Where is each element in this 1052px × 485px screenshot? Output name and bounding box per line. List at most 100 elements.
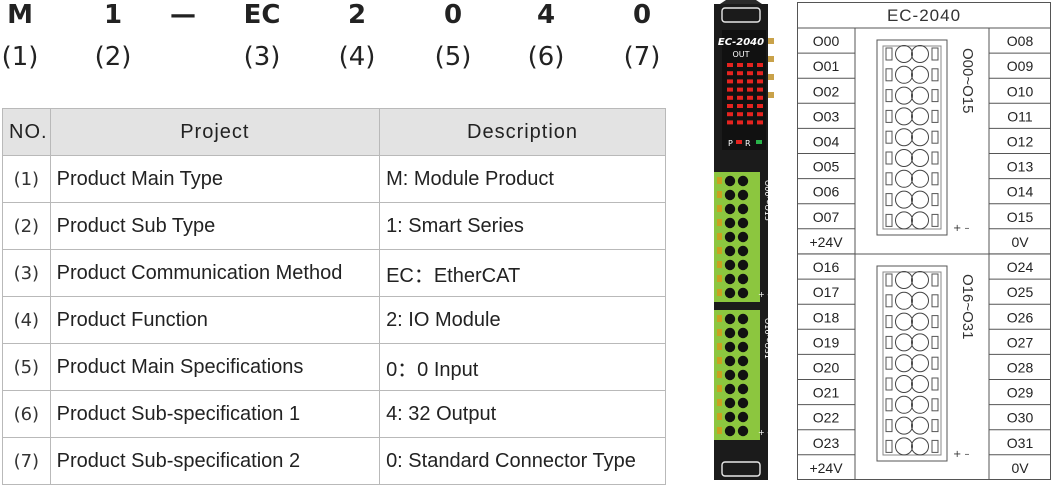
- wiring-left-label: O17: [813, 284, 840, 300]
- terminal-hole: [724, 245, 736, 257]
- wiring-left-label: +24V: [809, 234, 843, 250]
- run-led: [756, 140, 762, 144]
- terminal-hole: [737, 203, 749, 215]
- wiring-plus-minus: + –: [953, 223, 970, 234]
- terminal-hole: [737, 245, 749, 257]
- terminal-hole: [737, 175, 749, 187]
- connector-hole: [911, 437, 929, 456]
- connector-hole: [911, 149, 929, 167]
- wiring-right-label: O11: [1007, 108, 1033, 124]
- code-index: (3): [243, 42, 281, 72]
- terminal-hole: [724, 383, 736, 395]
- wiring-right-label: O14: [1007, 184, 1034, 200]
- output-led: [737, 79, 743, 84]
- terminal-hole: [724, 287, 736, 299]
- wiring-left-label: O00: [813, 33, 840, 49]
- terminal-hole: [737, 425, 749, 437]
- cell-project: Product Communication Method: [49, 249, 381, 297]
- module-plus-minus: + –: [758, 290, 771, 299]
- connector-hole: [911, 354, 929, 373]
- terminal-hole: [724, 369, 736, 381]
- wiring-left-label: O06: [813, 184, 840, 200]
- connector-hole: [911, 333, 929, 352]
- wiring-left-label: O16: [813, 259, 840, 275]
- cell-no: (2): [2, 202, 51, 250]
- wiring-right-label: O13: [1007, 159, 1034, 175]
- wiring-right-label: O28: [1007, 360, 1034, 376]
- terminal-hole: [724, 397, 736, 409]
- connector-hole: [911, 271, 929, 289]
- terminal-hole: [737, 273, 749, 285]
- terminal-hole: [737, 313, 749, 325]
- connector-hole: [911, 395, 929, 414]
- code-index: (5): [434, 42, 472, 72]
- wiring-title: EC-2040: [887, 6, 961, 25]
- wiring-right-label: O26: [1007, 309, 1034, 325]
- cell-project: Product Sub Type: [49, 202, 381, 250]
- connector-hole: [895, 416, 913, 435]
- code-index: (6): [527, 42, 565, 72]
- terminal-hole: [737, 397, 749, 409]
- output-led: [727, 112, 733, 117]
- cell-no: (6): [2, 390, 51, 438]
- wiring-left-label: O19: [813, 334, 840, 350]
- terminal-hole: [724, 273, 736, 285]
- module-range-label: O16～O31: [763, 318, 772, 359]
- output-led: [727, 120, 733, 125]
- terminal-hole: [724, 175, 736, 187]
- code-char: 0: [443, 0, 463, 30]
- bottom-clip[interactable]: [721, 461, 761, 477]
- connector-hole: [911, 169, 929, 188]
- connector-hole: [911, 128, 929, 147]
- connector-hole: [895, 395, 913, 414]
- output-led: [747, 112, 753, 117]
- module-range-label: O00～O15: [763, 180, 772, 221]
- connector-hole: [895, 86, 913, 105]
- cell-description: M: Module Product: [379, 155, 666, 203]
- connector-hole: [911, 190, 929, 209]
- wiring-right-label: 0V: [1011, 234, 1029, 250]
- terminal-hole: [724, 217, 736, 229]
- header-project: Project: [49, 108, 381, 156]
- connector-hole: [911, 312, 929, 331]
- cell-no: (5): [2, 343, 51, 391]
- terminal-hole: [737, 383, 749, 395]
- code-char: 1: [103, 0, 123, 30]
- terminal-hole: [737, 341, 749, 353]
- module-mode-label: OUT: [732, 50, 749, 59]
- output-led: [737, 95, 743, 100]
- connector-hole: [895, 354, 913, 373]
- cell-project: Product Function: [49, 296, 381, 344]
- terminal-hole: [737, 327, 749, 339]
- output-led: [727, 87, 733, 92]
- connector-hole: [911, 86, 929, 105]
- code-char: 2: [347, 0, 367, 30]
- terminal-hole: [724, 189, 736, 201]
- terminal-hole: [724, 203, 736, 215]
- output-led: [727, 104, 733, 108]
- wiring-right-label: O12: [1007, 134, 1034, 150]
- module-plus-minus: + –: [758, 428, 771, 437]
- terminal-hole: [737, 231, 749, 243]
- wiring-right-label: O08: [1007, 33, 1034, 49]
- code-char: EC: [243, 0, 281, 30]
- connector-hole: [895, 45, 913, 63]
- top-clip[interactable]: [721, 7, 761, 23]
- connector-hole: [911, 291, 929, 310]
- wiring-range-label: O00~O15: [959, 48, 976, 113]
- connector-hole: [911, 45, 929, 63]
- connector-hole: [895, 312, 913, 331]
- spec-table-header-row: NO. Project Description: [2, 108, 666, 156]
- terminal-hole: [737, 287, 749, 299]
- wiring-right-label: O10: [1007, 83, 1034, 99]
- connector-hole: [895, 107, 913, 126]
- module-model-label: EC-2040: [718, 37, 764, 48]
- output-led: [727, 71, 733, 76]
- terminal-hole: [724, 425, 736, 437]
- wiring-right-label: O25: [1007, 284, 1034, 300]
- wiring-right-label: O24: [1007, 259, 1034, 275]
